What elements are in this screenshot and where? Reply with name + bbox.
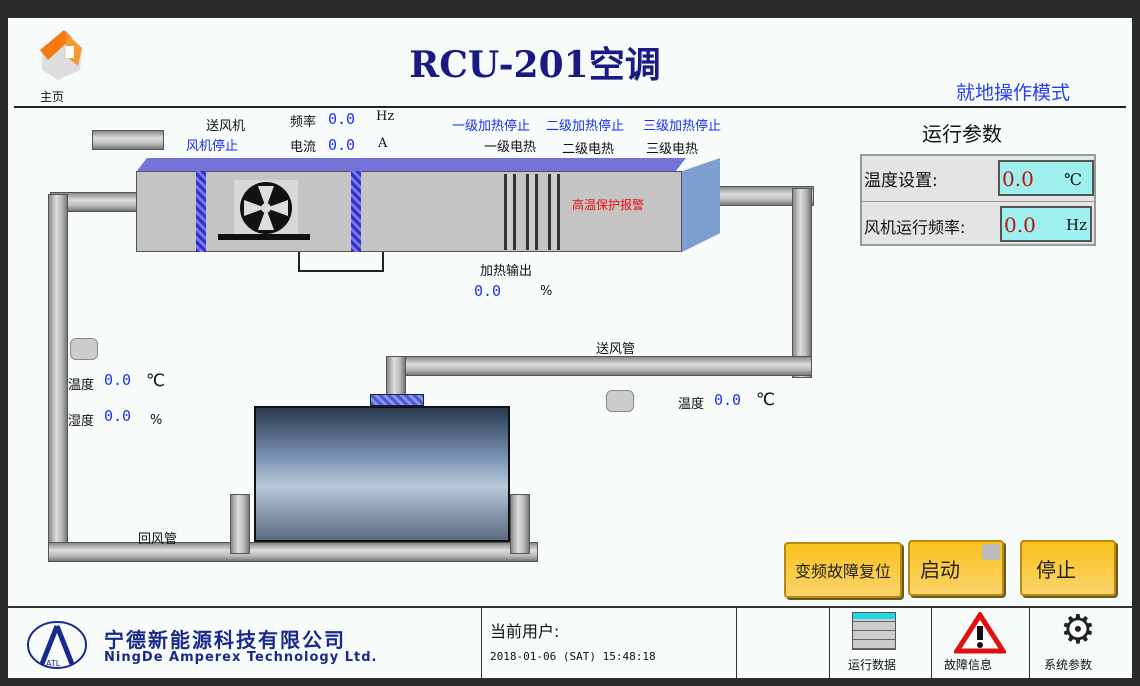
return-sensor-icon xyxy=(70,338,98,360)
company-name-cn: 宁德新能源科技有限公司 xyxy=(104,628,346,652)
fan-freq-unit: Hz xyxy=(1066,216,1087,234)
nav-run-data[interactable]: 运行数据 xyxy=(830,608,932,678)
atl-logo: ATL xyxy=(27,621,87,669)
start-indicator xyxy=(982,544,1000,560)
heater1-label: 一级电热 xyxy=(484,140,537,155)
footer-blank xyxy=(737,608,830,678)
supply-duct-pipe xyxy=(386,356,812,376)
warning-icon xyxy=(954,612,1006,654)
return-duct-pipe xyxy=(48,542,538,562)
heat-output-value: 0.0 xyxy=(474,282,502,300)
supply-sensor-icon xyxy=(606,390,634,412)
nav-run-data-label: 运行数据 xyxy=(848,658,897,672)
ahu-unit: 高温保护报警 xyxy=(136,158,720,252)
nav-fault-info-label: 故障信息 xyxy=(944,658,993,672)
current-label: 电流 xyxy=(290,140,317,155)
heater2-label: 二级电热 xyxy=(562,142,615,157)
current-value: 0.0 xyxy=(328,136,356,154)
company-logo-area: ATL 宁德新能源科技有限公司 NingDe Amperex Technolog… xyxy=(12,608,482,678)
company-name-en: NingDe Amperex Technology Ltd. xyxy=(104,650,378,665)
params-title: 运行参数 xyxy=(922,122,1002,146)
return-temp-label: 温度 xyxy=(68,378,95,393)
table-icon xyxy=(852,612,896,650)
svg-text:ATL: ATL xyxy=(46,659,61,668)
user-info-area: 当前用户: 2018-01-06 (SAT) 15:48:18 xyxy=(482,608,737,678)
heat-output-label: 加热输出 xyxy=(480,264,533,279)
return-hum-unit: % xyxy=(150,413,163,428)
heater3-status: 三级加热停止 xyxy=(643,119,722,134)
home-label: 主页 xyxy=(40,90,65,104)
supply-duct-label: 送风管 xyxy=(596,342,636,357)
temp-set-label: 温度设置: xyxy=(864,171,938,191)
datetime: 2018-01-06 (SAT) 15:48:18 xyxy=(490,650,656,663)
fan-freq-label: 风机运行频率: xyxy=(864,218,966,237)
fan-freq-value: 0.0 xyxy=(1004,213,1036,237)
return-temp-value: 0.0 xyxy=(104,371,132,389)
heater2-status: 二级加热停止 xyxy=(546,119,625,134)
high-temp-alarm: 高温保护报警 xyxy=(572,198,645,212)
freq-unit: Hz xyxy=(376,109,395,124)
outdoor-air-pipe xyxy=(92,130,164,150)
nav-fault-info[interactable]: 故障信息 xyxy=(932,608,1030,678)
temp-set-unit: ℃ xyxy=(1064,170,1082,189)
supply-diffuser xyxy=(370,394,424,406)
stop-button[interactable]: 停止 xyxy=(1020,540,1116,596)
return-riser-pipe xyxy=(48,194,68,546)
gear-icon: ⚙ xyxy=(1060,607,1096,653)
supply-temp-unit: ℃ xyxy=(756,390,776,410)
freq-label: 频率 xyxy=(290,115,317,130)
heat-output-unit: % xyxy=(540,284,553,299)
nav-system-params[interactable]: ⚙ 系统参数 xyxy=(1030,608,1128,678)
page-title: RCU-201空调 xyxy=(409,44,661,86)
temp-set-value: 0.0 xyxy=(1002,167,1034,191)
supply-temp-label: 温度 xyxy=(678,397,705,412)
start-label: 启动 xyxy=(920,559,960,582)
supply-drop-pipe xyxy=(386,356,406,396)
heating-coils xyxy=(504,174,564,250)
return-hum-value: 0.0 xyxy=(104,407,132,425)
heater3-label: 三级电热 xyxy=(646,142,699,157)
fan-freq-display[interactable]: 0.0 Hz xyxy=(1000,206,1092,242)
supply-temp-value: 0.0 xyxy=(714,391,742,409)
fan-status: 风机停止 xyxy=(186,139,239,154)
supply-riser-pipe xyxy=(792,188,812,378)
mode-indicator: 就地操作模式 xyxy=(956,82,1071,104)
current-unit: A xyxy=(378,136,388,151)
temp-set-display[interactable]: 0.0 ℃ xyxy=(998,160,1094,196)
nav-system-params-label: 系统参数 xyxy=(1044,658,1093,672)
damper-actuator xyxy=(298,252,384,272)
vfd-fault-reset-button[interactable]: 变频故障复位 xyxy=(784,542,902,598)
return-hum-label: 湿度 xyxy=(68,414,95,429)
room-return-pipe-left xyxy=(230,494,250,554)
header-divider xyxy=(14,106,1126,108)
cleanroom-image xyxy=(254,406,510,542)
return-temp-unit: ℃ xyxy=(146,371,166,391)
fan-icon xyxy=(234,180,298,236)
params-panel: 温度设置: 0.0 ℃ 风机运行频率: 0.0 Hz xyxy=(860,154,1096,246)
hmi-screen: 主页 RCU-201空调 就地操作模式 送风机 风机停止 频率 0.0 Hz 电… xyxy=(8,18,1132,678)
footer-divider xyxy=(8,606,1132,608)
home-button[interactable]: 主页 xyxy=(30,26,90,104)
return-duct-label: 回风管 xyxy=(138,532,178,547)
heater1-status: 一级加热停止 xyxy=(452,119,531,134)
home-icon xyxy=(40,30,82,80)
freq-value: 0.0 xyxy=(328,110,356,128)
start-button[interactable]: 启动 xyxy=(908,540,1004,596)
room-return-pipe-right xyxy=(510,494,530,554)
fan-label: 送风机 xyxy=(206,119,246,134)
current-user-label: 当前用户: xyxy=(490,622,560,641)
